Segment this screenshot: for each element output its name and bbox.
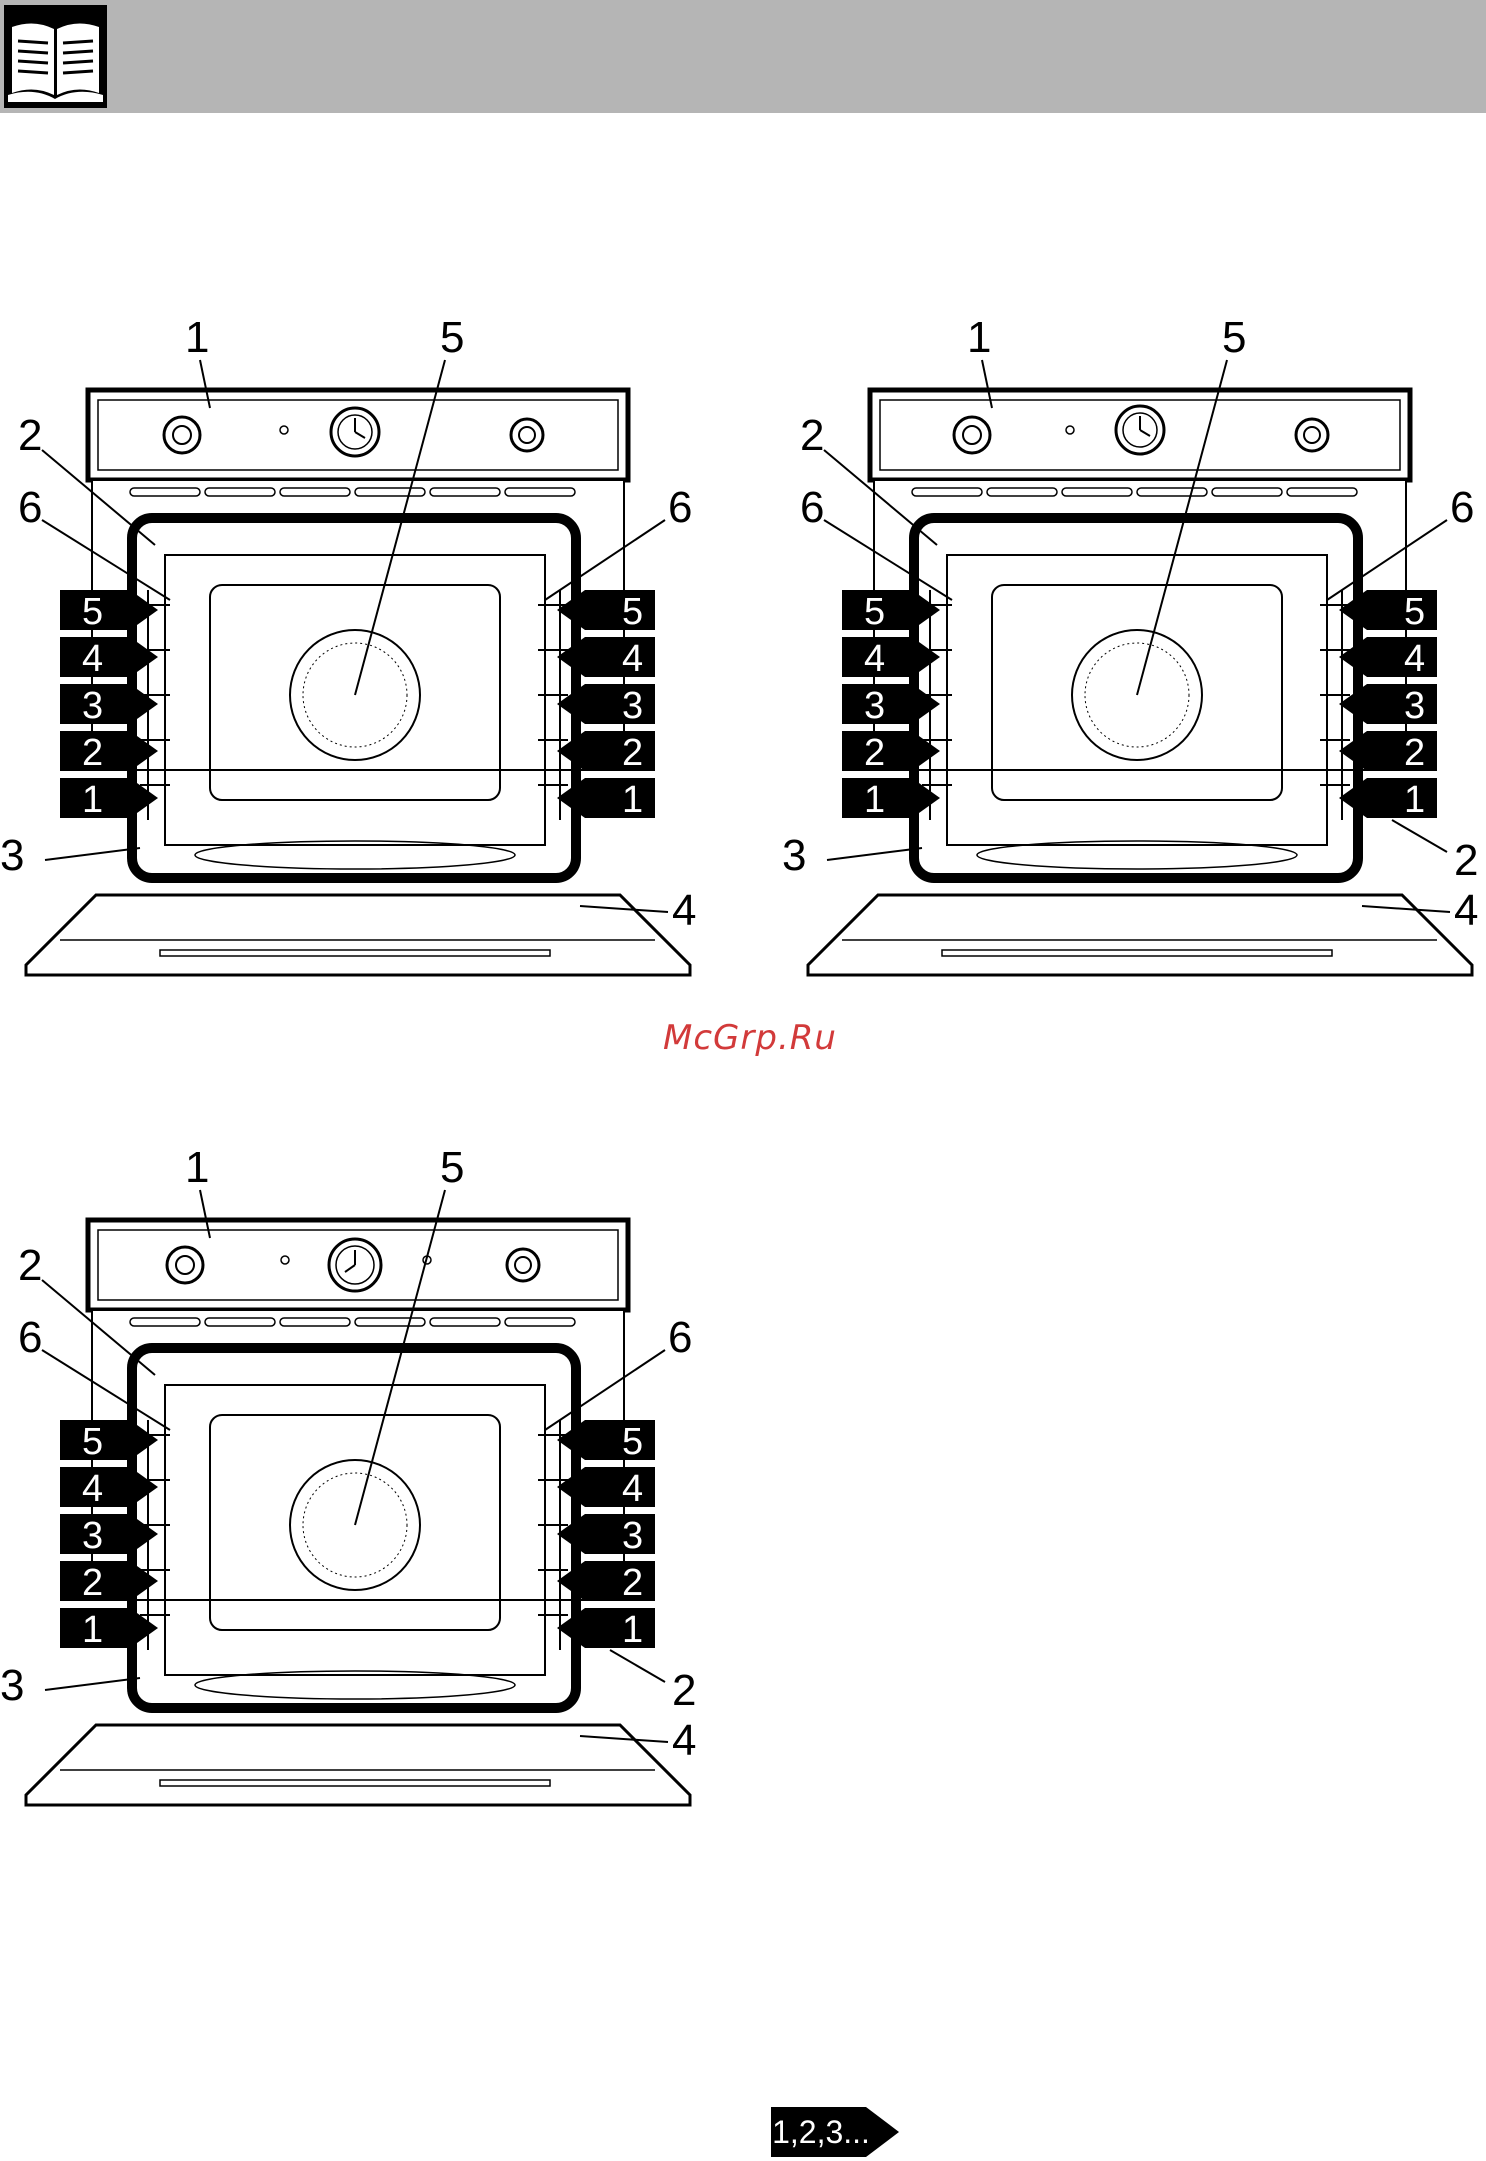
callout-label: 5 <box>1222 313 1246 362</box>
rack-level-label: 2 <box>622 732 643 774</box>
callout-label: 2 <box>800 411 824 460</box>
rack-level-label: 5 <box>622 1421 643 1463</box>
oven-diagram: 5 4 3 2 1 5 4 3 2 1 1 <box>0 300 700 1000</box>
callout-label: 4 <box>1454 886 1478 935</box>
callout-label: 3 <box>0 1661 24 1710</box>
rack-level-label: 5 <box>1404 591 1425 633</box>
callout-label: 1 <box>967 313 991 362</box>
callout-label: 6 <box>18 483 42 532</box>
rack-level-label: 4 <box>82 1468 103 1510</box>
callout-label: 2 <box>672 1666 696 1715</box>
rack-level-label: 1 <box>82 779 103 821</box>
rack-level-label: 2 <box>864 732 885 774</box>
rack-level-label: 2 <box>1404 732 1425 774</box>
rack-level-label: 3 <box>82 1515 103 1557</box>
callout-label: 4 <box>672 886 696 935</box>
rack-level-label: 3 <box>82 685 103 727</box>
callout-label: 6 <box>1450 483 1474 532</box>
rack-level-label: 3 <box>864 685 885 727</box>
rack-level-label: 2 <box>622 1562 643 1604</box>
callout-label: 3 <box>0 831 24 880</box>
callout-label: 6 <box>668 1313 692 1362</box>
rack-level-label: 1 <box>82 1609 103 1651</box>
rack-level-label: 4 <box>622 638 643 680</box>
callout-label: 2 <box>1454 836 1478 885</box>
rack-level-label: 2 <box>82 732 103 774</box>
callout-label: 3 <box>782 831 806 880</box>
rack-level-label: 3 <box>1404 685 1425 727</box>
callout-label: 6 <box>668 483 692 532</box>
rack-level-label: 1 <box>1404 779 1425 821</box>
rack-level-label: 2 <box>82 1562 103 1604</box>
rack-level-label: 1 <box>622 1609 643 1651</box>
rack-level-label: 4 <box>864 638 885 680</box>
callout-label: 5 <box>440 1143 464 1192</box>
rack-level-label: 4 <box>82 638 103 680</box>
open-book-icon <box>4 5 107 108</box>
header-bar <box>0 0 1486 113</box>
page-nav-label[interactable]: 1,2,3... <box>771 2114 871 2151</box>
callout-label: 1 <box>185 1143 209 1192</box>
rack-level-label: 3 <box>622 685 643 727</box>
rack-level-label: 5 <box>82 1421 103 1463</box>
rack-level-label: 4 <box>1404 638 1425 680</box>
rack-level-label: 1 <box>864 779 885 821</box>
rack-level-label: 1 <box>622 779 643 821</box>
callout-label: 2 <box>18 1241 42 1290</box>
rack-level-label: 5 <box>864 591 885 633</box>
rack-level-label: 3 <box>622 1515 643 1557</box>
oven-diagram: 5 4 3 2 1 5 4 3 2 1 <box>0 1130 700 1830</box>
rack-level-label: 4 <box>622 1468 643 1510</box>
rack-level-label: 5 <box>622 591 643 633</box>
callout-label: 6 <box>800 483 824 532</box>
callout-label: 1 <box>185 313 209 362</box>
rack-level-label: 5 <box>82 591 103 633</box>
callout-label: 6 <box>18 1313 42 1362</box>
callout-label: 4 <box>672 1716 696 1765</box>
oven-diagram: 5 4 3 2 1 5 4 3 2 1 <box>782 300 1486 1000</box>
callout-label: 2 <box>18 411 42 460</box>
watermark: McGrp.Ru <box>600 1018 900 1058</box>
callout-label: 5 <box>440 313 464 362</box>
